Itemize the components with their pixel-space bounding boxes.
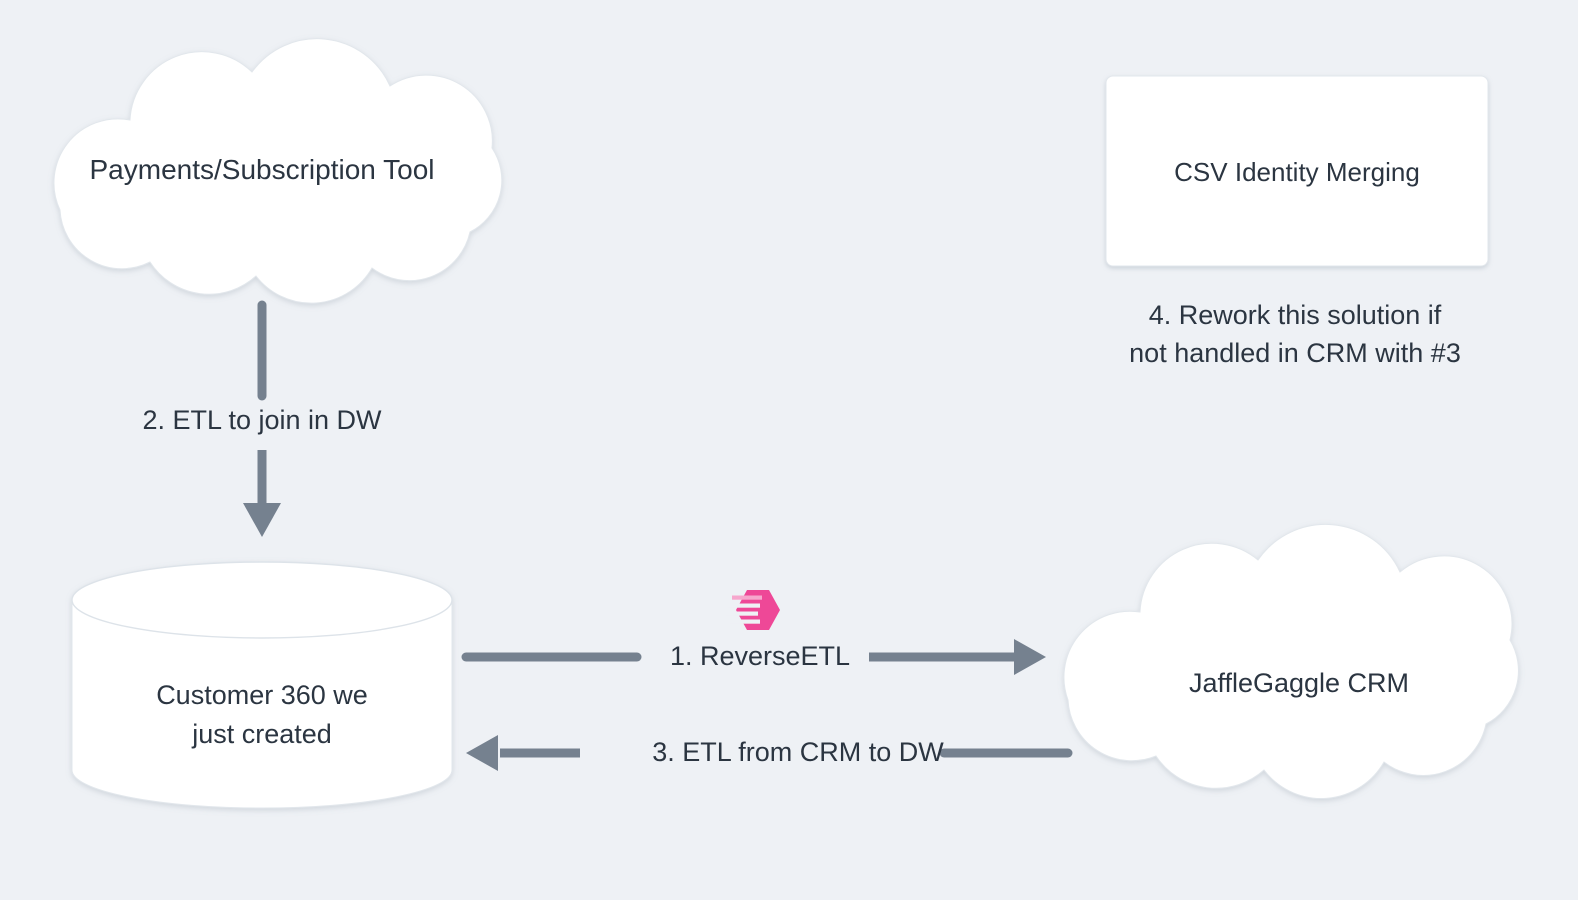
arrowhead-down-icon (243, 503, 281, 537)
cylinder-top (71, 561, 453, 639)
arrowhead-right-icon (1014, 639, 1046, 675)
logo-stripe-4 (730, 619, 760, 624)
cylinder-body (71, 599, 453, 809)
node-crm-cloud[interactable] (1063, 523, 1519, 799)
edge-etl-to-join-in-dw (243, 300, 281, 537)
cloud-shape (1063, 523, 1519, 799)
logo-stripe-2 (728, 603, 760, 608)
edge-reverse-etl (461, 639, 1046, 675)
edge-etl-from-crm-to-dw (466, 735, 1073, 771)
arrowhead-left-icon (466, 735, 498, 771)
hightouch-logo-icon (726, 590, 780, 630)
logo-stripe-1 (732, 595, 762, 600)
box-shape (1105, 75, 1489, 267)
node-csv-identity-merging-box[interactable] (1105, 75, 1489, 267)
node-payments-cloud[interactable] (53, 38, 503, 304)
cloud-shape (53, 38, 503, 304)
node-warehouse-cylinder[interactable] (71, 561, 453, 809)
logo-stripe-3 (726, 611, 758, 616)
